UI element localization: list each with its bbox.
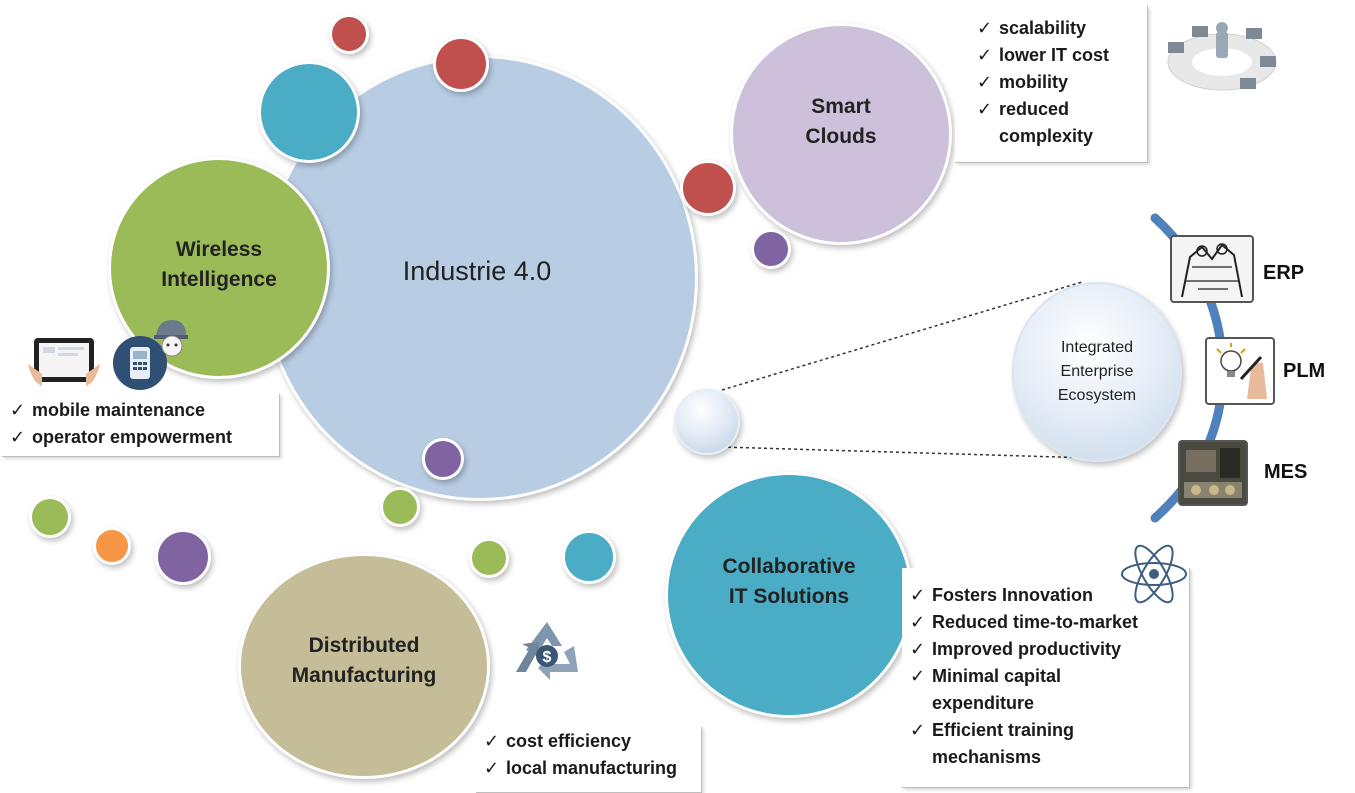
ecosystem-circle: [1012, 282, 1182, 462]
wireless-benefits: ✓mobile maintenance ✓operator empowermen…: [2, 394, 280, 457]
red-dot: [680, 160, 736, 216]
list-item: ✓lower IT cost: [977, 45, 1110, 65]
erp-label: ERP: [1263, 262, 1305, 284]
svg-text:$: $: [543, 649, 552, 666]
list-item: ✓reduced: [977, 99, 1070, 119]
list-item: ✓mobility: [977, 72, 1069, 92]
wireless-label: Wireless Intelligence: [161, 238, 277, 291]
mes-machine-icon: [1180, 442, 1246, 504]
mobile-device-icon: [113, 336, 167, 390]
red-dot: [329, 14, 369, 54]
distributed-label: Distributed Manufacturing: [291, 634, 437, 687]
list-item-continued: mechanisms: [932, 747, 1042, 767]
orange-dot: [93, 527, 131, 565]
collaborative-circle: [665, 472, 913, 718]
ecosystem-label: Integrated Enterprise Ecosystem: [1057, 339, 1137, 404]
zoom-bubble: [674, 389, 740, 455]
list-item: ✓operator empowerment: [10, 427, 233, 447]
recycle-dollar-icon: $: [516, 622, 578, 680]
tablet-icon: [28, 338, 100, 386]
list-item: ✓cost efficiency: [484, 731, 632, 751]
list-item: ✓Fosters Innovation: [910, 585, 1094, 605]
green-dot: [469, 538, 509, 578]
list-item: ✓Minimal capital: [910, 666, 1062, 686]
plm-label: PLM: [1283, 360, 1326, 382]
list-item: ✓Efficient training: [910, 720, 1075, 740]
erp-thumbnail: [1170, 235, 1254, 303]
worker-helmet-icon: [154, 320, 188, 357]
teal-dot: [258, 61, 360, 163]
purple-dot: [422, 438, 464, 480]
zoom-line-bottom: [721, 446, 1093, 459]
network-cloud-icon: [1167, 22, 1277, 91]
erp-sketch-icon: [1181, 243, 1243, 298]
list-item-continued: expenditure: [932, 693, 1035, 713]
plm-lightbulb-icon: [1216, 343, 1267, 399]
smart-clouds-benefits: ✓scalability ✓lower IT cost ✓mobility ✓r…: [955, 6, 1148, 163]
plm-thumbnail: [1205, 337, 1275, 405]
teal-dot: [562, 530, 616, 584]
mes-thumbnail: [1178, 440, 1248, 506]
distributed-benefits: ✓cost efficiency ✓local manufacturing: [476, 727, 702, 793]
industrie-title: Industrie 4.0: [402, 256, 552, 286]
zoom-line-top: [721, 281, 1083, 391]
smart-clouds-label: Smart Clouds: [805, 95, 877, 148]
distributed-circle: [238, 553, 490, 779]
collaborative-benefits: ✓Fosters Innovation ✓Reduced time-to-mar…: [902, 568, 1190, 788]
green-dot: [380, 487, 420, 527]
smart-clouds-circle: [730, 23, 952, 245]
list-item: ✓local manufacturing: [484, 758, 678, 778]
list-item: ✓scalability: [977, 18, 1087, 38]
green-dot: [29, 496, 71, 538]
red-dot: [433, 36, 489, 92]
purple-dot: [751, 229, 791, 269]
list-item: ✓Reduced time-to-market: [910, 612, 1139, 632]
list-item: ✓mobile maintenance: [10, 400, 206, 420]
collaborative-label: Collaborative IT Solutions: [722, 555, 856, 608]
mes-label: MES: [1264, 461, 1308, 483]
atom-icon: [1121, 544, 1187, 604]
list-item: ✓Improved productivity: [910, 639, 1122, 659]
list-item-continued: complexity: [999, 126, 1094, 146]
purple-dot: [155, 529, 211, 585]
